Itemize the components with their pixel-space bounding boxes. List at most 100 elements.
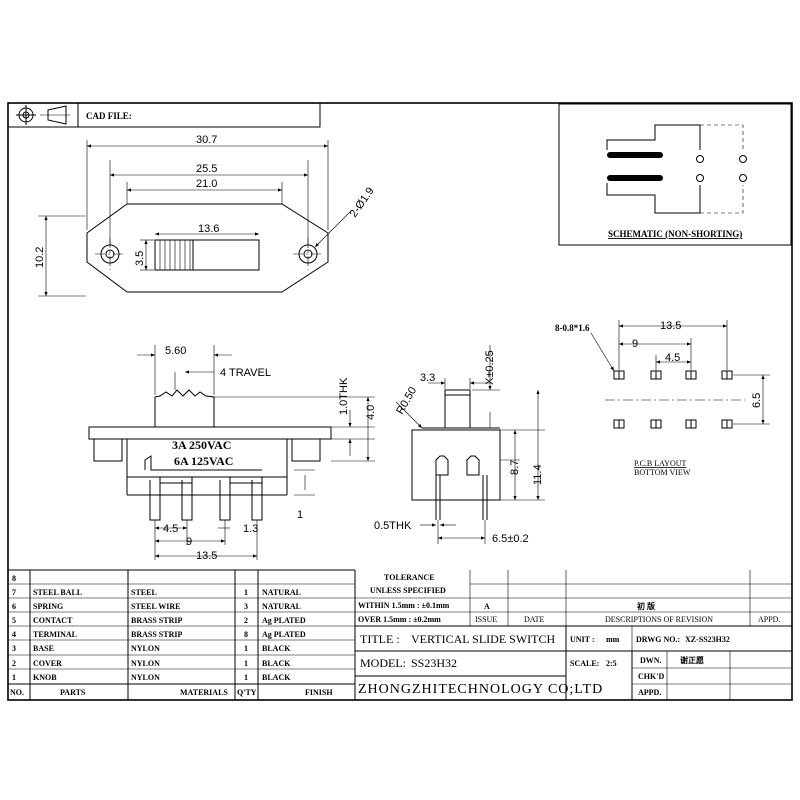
- bom-cell-no: 7: [12, 588, 16, 597]
- rating-1: 3A 250VAC: [172, 438, 231, 452]
- bom-cell-finish: BLACK: [262, 673, 291, 682]
- dim-height: 10.2: [34, 247, 46, 268]
- drwg-value: XZ-SS23H32: [685, 635, 730, 644]
- tolerance-subtitle: UNLESS SPECIFIED: [370, 586, 446, 595]
- top-view: 30.7 25.5 21.0 13.6 2-Ø1.9 10.2 3.5: [34, 134, 377, 297]
- bom-cell-part: STEEL BALL: [33, 588, 82, 597]
- dim-pitch-4-5: 4.5: [163, 523, 178, 535]
- bom-cell-qty: 1: [244, 659, 248, 668]
- bom-cell-material: NYLON: [131, 644, 160, 653]
- bom-cell-no: 3: [12, 644, 16, 653]
- dim-hole-pitch: 25.5: [196, 163, 217, 175]
- front-view: 4 TRAVEL 5.60 3A 250VAC 6A 125VAC 1.0THK: [88, 345, 377, 562]
- bom-cell-part: SPRING: [33, 602, 63, 611]
- scale-label: SCALE:: [570, 659, 599, 668]
- bom-cell-no: 2: [12, 659, 16, 668]
- side-dim-knob-height: X±0.25: [484, 350, 496, 385]
- bom-cell-finish: NATURAL: [262, 602, 301, 611]
- bom-cell-part: BASE: [33, 644, 54, 653]
- unit-label: UNIT :: [570, 635, 595, 644]
- revision-date-label: DATE: [524, 615, 545, 624]
- title-value: VERTICAL SLIDE SWITCH: [411, 632, 555, 646]
- dim-knob-slot: 13.6: [198, 223, 219, 235]
- bom-cell-part: COVER: [33, 659, 62, 668]
- bom-cell-finish: BLACK: [262, 659, 291, 668]
- dwn-value: 谢正愿: [680, 655, 704, 665]
- bom-cell-material: BRASS STRIP: [131, 630, 182, 639]
- bom-header-material: MATERIALS: [180, 688, 228, 697]
- bom-cell-no: 4: [12, 630, 16, 639]
- chkd-label: CHK'D: [638, 672, 664, 681]
- bom-cell-part: KNOB: [33, 673, 57, 682]
- dim-lead-1-3: 1.3: [243, 523, 258, 535]
- schematic-box: SCHEMATIC (NON-SHORTING): [558, 103, 792, 246]
- bom-cell-material: NYLON: [131, 673, 160, 682]
- bom-cell-material: STEEL WIRE: [131, 602, 180, 611]
- side-dim-radius: R0.50: [394, 385, 419, 416]
- bom-cell-qty: 1: [244, 673, 248, 682]
- revision-issue-label: ISSUE: [475, 615, 497, 624]
- title-label: TITLE :: [360, 632, 400, 646]
- side-dim-knob-width: 3.3: [420, 372, 435, 384]
- scale-value: 2:5: [606, 659, 617, 668]
- side-dim-body-height: 8.7: [509, 460, 521, 475]
- dim-travel: 4 TRAVEL: [220, 367, 271, 379]
- projection-symbol-icon: [16, 105, 70, 125]
- company-name: ZHONGZHITECHNOLOGY CO;LTD: [358, 682, 603, 697]
- side-view: 3.3 X±0.25 R0.50 8.7 11.4 0.5THK 6.5±0.2: [374, 345, 545, 545]
- dim-span: 13.5: [196, 550, 217, 562]
- bom-cell-qty: 1: [244, 644, 248, 653]
- dim-overall-width: 30.7: [196, 134, 217, 146]
- title-block: TITLE : VERTICAL SLIDE SWITCH MODEL: SS2…: [355, 626, 792, 700]
- revision-initial: 初 版: [637, 601, 655, 611]
- bom-cell-no: 8: [12, 574, 16, 583]
- schematic-label: SCHEMATIC (NON-SHORTING): [608, 229, 742, 239]
- pcb-layout: 13.5 9 4.5 6.5 8-0.8*1.6 P.C.B LAYOUT BO…: [555, 320, 770, 477]
- cad-file-header: CAD FILE:: [7, 102, 321, 128]
- rating-2: 6A 125VAC: [174, 454, 233, 468]
- pcb-dim-pitch-4-5: 4.5: [665, 352, 680, 364]
- dwn-label: DWN.: [640, 656, 662, 665]
- model-label: MODEL:: [360, 656, 406, 670]
- bom-cell-finish: Ag PLATED: [262, 616, 306, 625]
- tolerance-title: TOLERANCE: [384, 573, 435, 582]
- appd-label: APPD.: [638, 688, 661, 697]
- dim-pitch-9: 9: [186, 536, 192, 548]
- drwg-label: DRWG NO.:: [636, 635, 680, 644]
- bom-cell-qty: 3: [244, 602, 248, 611]
- bom-cell-finish: BLACK: [262, 644, 291, 653]
- pcb-dim-pitch-9: 9: [632, 338, 638, 350]
- pcb-dim-row-pitch: 6.5: [751, 393, 763, 408]
- model-value: SS23H32: [411, 656, 457, 670]
- pcb-dim-span: 13.5: [660, 320, 681, 332]
- dim-knob-height-front: 4.0: [365, 405, 377, 420]
- dim-plate-thk: 1.0THK: [338, 377, 350, 415]
- revision-issue-letter: A: [484, 602, 490, 611]
- bom-cell-material: STEEL: [131, 588, 157, 597]
- bom-cell-part: TERMINAL: [33, 630, 77, 639]
- pcb-label-2: BOTTOM VIEW: [634, 468, 691, 477]
- dim-lead: 1: [297, 509, 303, 521]
- bom-cell-no: 1: [12, 673, 16, 682]
- bom-cell-qty: 1: [244, 588, 248, 597]
- cad-file-label: CAD FILE:: [86, 111, 132, 121]
- side-dim-pin-pitch: 6.5±0.2: [492, 533, 529, 545]
- tolerance-line-2: OVER 1.5mm : ±0.2mm: [358, 615, 441, 624]
- tolerance-line-1: WITHIN 1.5mm : ±0.1mm: [358, 601, 450, 610]
- bom-cell-part: CONTACT: [33, 616, 73, 625]
- revision-appd-label: APPD.: [758, 615, 780, 624]
- unit-value: mm: [606, 635, 620, 644]
- bom-cell-material: NYLON: [131, 659, 160, 668]
- sheet-border: [7, 102, 793, 701]
- bom-header-part: PARTS: [60, 688, 86, 697]
- bom-cell-qty: 2: [244, 616, 248, 625]
- side-dim-pin-thk: 0.5THK: [374, 520, 412, 532]
- bom-cell-qty: 8: [244, 630, 248, 639]
- bom-cell-finish: Ag PLATED: [262, 630, 306, 639]
- tolerance-block: TOLERANCE UNLESS SPECIFIED WITHIN 1.5mm …: [355, 570, 792, 627]
- bom-cell-no: 5: [12, 616, 16, 625]
- dim-hole-callout: 2-Ø1.9: [348, 185, 377, 219]
- bom-cell-material: BRASS STRIP: [131, 616, 182, 625]
